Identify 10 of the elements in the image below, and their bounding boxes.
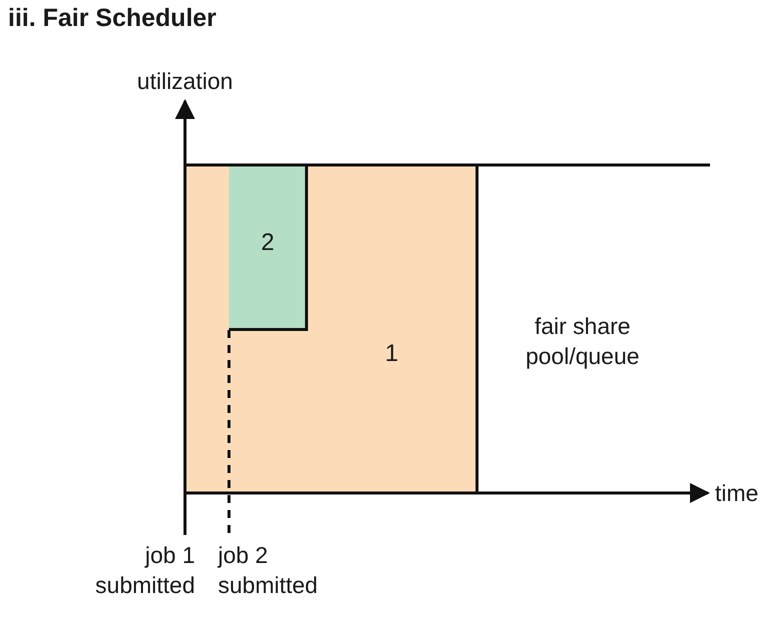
event-label: job 1 submitted [94, 541, 195, 600]
axis-label: time [715, 479, 760, 508]
axis-label: utilization [136, 67, 234, 96]
pool-label: fair share pool/queue [524, 312, 640, 371]
event-label: job 2 submitted [218, 541, 319, 600]
title: iii. Fair Scheduler [8, 4, 216, 33]
job-area [229, 165, 308, 331]
job-number: 2 [261, 229, 274, 257]
job-number: 1 [385, 340, 398, 368]
job-area [185, 165, 477, 493]
